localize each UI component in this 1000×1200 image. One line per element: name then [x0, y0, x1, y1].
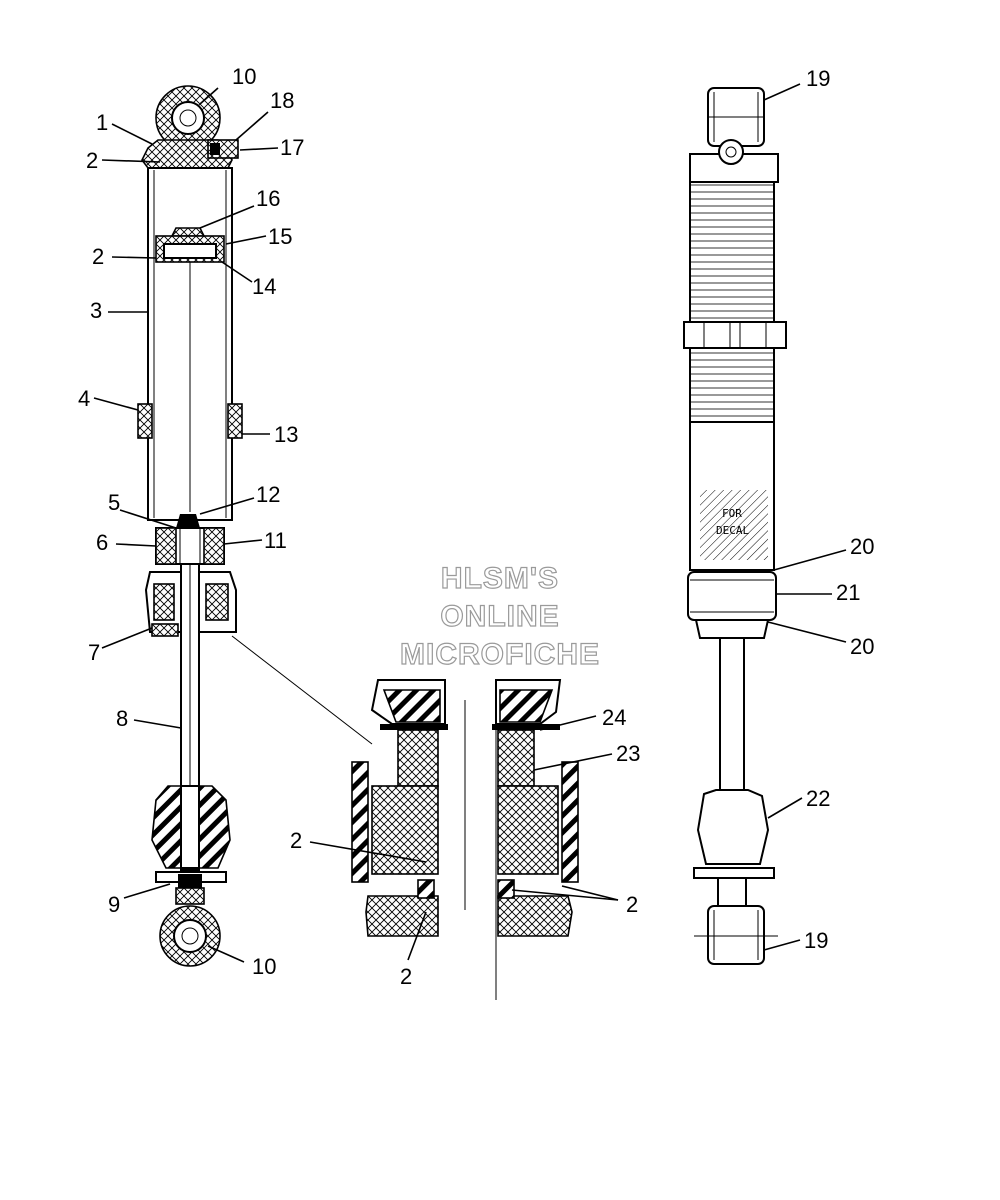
callout-16: 16	[256, 186, 280, 211]
watermark-line-1: HLSM'S	[441, 562, 559, 595]
decal-text-2: DECAL	[716, 524, 749, 537]
callout-7: 7	[88, 640, 100, 665]
callout-2-a: 2	[86, 148, 98, 173]
callout-2-c: 2	[290, 828, 302, 853]
detail-housing-right	[497, 785, 559, 875]
callout-17: 17	[280, 135, 304, 160]
callout-13: 13	[274, 422, 298, 447]
callout-6: 6	[96, 530, 108, 555]
callout-21: 21	[836, 580, 860, 605]
exterior-bump-stop	[696, 789, 770, 865]
callout-2-e: 2	[626, 892, 638, 917]
bottom-bushing	[707, 905, 765, 965]
callout-4: 4	[78, 386, 90, 411]
exterior-shaft	[719, 637, 745, 791]
callout-15: 15	[268, 224, 292, 249]
decal-text-1: FOR	[722, 507, 742, 520]
detail-bushing-left	[397, 729, 439, 787]
detail-housing-left	[371, 785, 439, 875]
callout-1: 1	[96, 110, 108, 135]
callout-3: 3	[90, 298, 102, 323]
callout-18: 18	[270, 88, 294, 113]
callout-11: 11	[264, 528, 287, 553]
exterior-shock: FOR DECAL	[683, 87, 787, 965]
callout-5: 5	[108, 490, 120, 515]
callout-22: 22	[806, 786, 830, 811]
leader-lines	[93, 83, 847, 963]
threaded-body	[689, 181, 775, 323]
callout-19-top: 19	[806, 66, 830, 91]
spring-collar-right	[227, 403, 243, 439]
callout-2-b: 2	[92, 244, 104, 269]
adjuster-nut	[683, 321, 787, 349]
callout-14: 14	[252, 274, 276, 299]
callout-20-b: 20	[850, 634, 874, 659]
decal-area	[700, 490, 768, 560]
callout-9: 9	[108, 892, 120, 917]
sectioned-shock	[137, 85, 243, 967]
watermark: HLSM'S ONLINE MICROFICHE	[399, 561, 600, 671]
callout-20-a: 20	[850, 534, 874, 559]
spring-collar-left	[137, 403, 153, 439]
detail-bushing-right	[497, 729, 535, 787]
callout-10-top: 10	[232, 64, 256, 89]
collar	[687, 571, 777, 621]
callout-19-bottom: 19	[804, 928, 828, 953]
detail-view	[231, 635, 579, 1000]
callout-12: 12	[256, 482, 280, 507]
callout-24: 24	[602, 705, 626, 730]
exterior-top-cap	[689, 153, 779, 183]
callout-labels: 10 18 1 17 2 16 15 2 14 3 4 13 5 12 6 11…	[78, 64, 874, 989]
callout-10-bottom: 10	[252, 954, 276, 979]
callout-23: 23	[616, 741, 640, 766]
callout-8: 8	[116, 706, 128, 731]
watermark-line-2: ONLINE	[440, 600, 559, 633]
watermark-line-3: MICROFICHE	[400, 638, 600, 671]
callout-2-d: 2	[400, 964, 412, 989]
